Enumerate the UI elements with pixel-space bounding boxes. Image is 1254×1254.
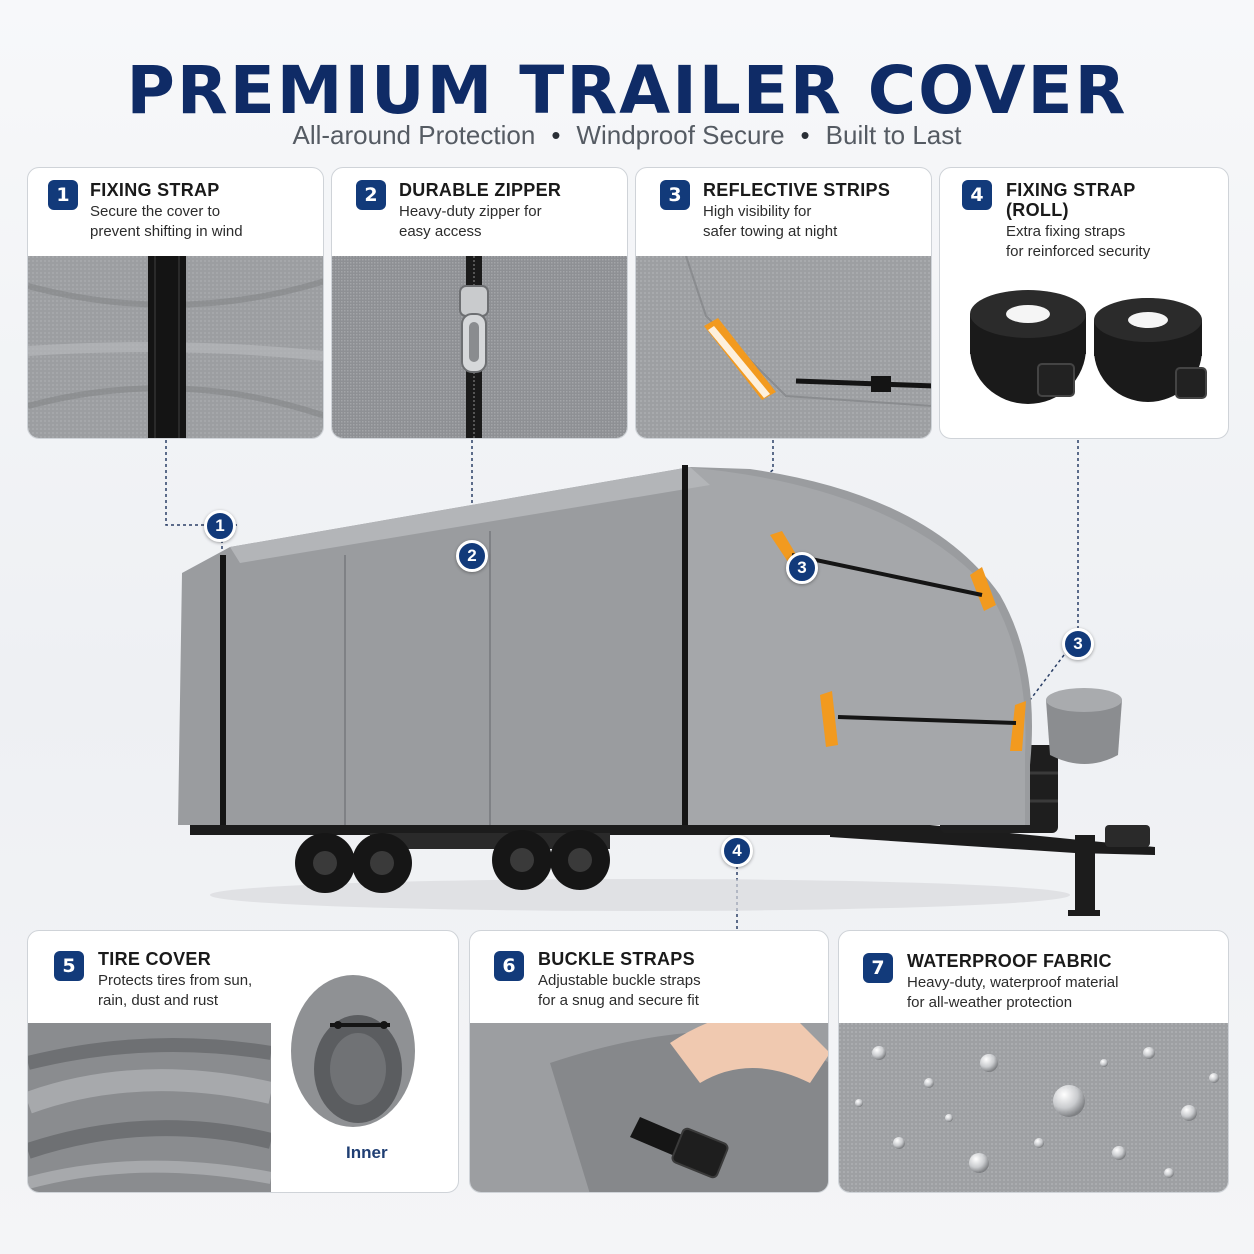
trailer-illustration — [178, 465, 1155, 916]
feature-title: FIXING STRAP — [1006, 180, 1136, 200]
feature-title: TIRE COVER — [98, 949, 212, 969]
feature-title-line-2: (ROLL) — [1006, 200, 1069, 220]
callout-marker-1: 1 — [204, 510, 236, 542]
feature-desc-line: High visibility for — [703, 203, 812, 220]
tagline-2: Windproof Secure — [576, 120, 785, 150]
feature-card-reflective-strips: 3 REFLECTIVE STRIPS High visibility for … — [635, 167, 932, 439]
tagline-row: All-around Protection • Windproof Secure • B… — [0, 120, 1254, 151]
feature-card-waterproof-fabric: 7 WATERPROOF FABRIC Heavy-duty, waterpro… — [838, 930, 1229, 1193]
feature-title: REFLECTIVE STRIPS — [703, 180, 891, 200]
feature-number-badge: 7 — [863, 953, 893, 983]
feature-desc-line: Secure the cover to — [90, 203, 221, 220]
feature-title: WATERPROOF FABRIC — [907, 951, 1112, 971]
feature-desc-line: rain, dust and rust — [98, 992, 219, 1009]
feature-desc-line: for a snug and secure fit — [538, 992, 699, 1009]
feature-card-fixing-strap: 1 FIXING STRAP Secure the cover to preve… — [27, 167, 324, 439]
feature-title: DURABLE ZIPPER — [399, 180, 562, 200]
tagline-1: All-around Protection — [292, 120, 536, 150]
feature-card-durable-zipper: 2 DURABLE ZIPPER Heavy-duty zipper for e… — [331, 167, 628, 439]
buckle-strap-photo — [470, 1023, 828, 1192]
tire-cover-inner-photo — [291, 975, 415, 1127]
feature-desc-line: Adjustable buckle straps — [538, 972, 701, 989]
feature-title: BUCKLE STRAPS — [538, 949, 695, 969]
feature-desc-line: for reinforced security — [1006, 243, 1151, 260]
inner-label: Inner — [346, 1143, 388, 1162]
feature-number-badge: 4 — [962, 180, 992, 210]
feature-desc-line: for all-weather protection — [907, 994, 1073, 1011]
feature-card-fixing-strap-roll: 4 FIXING STRAP (ROLL) Extra fixing strap… — [939, 167, 1229, 439]
feature-number-badge: 2 — [356, 180, 386, 210]
strap-rolls-photo — [970, 290, 1207, 404]
feature-desc-line: safer towing at night — [703, 223, 838, 240]
feature-desc-line: prevent shifting in wind — [90, 223, 243, 240]
callout-marker-3: 3 — [786, 552, 818, 584]
feature-number-badge: 5 — [54, 951, 84, 981]
fixing-strap-photo — [28, 256, 323, 438]
tagline-separator: • — [800, 120, 810, 150]
feature-desc-line: easy access — [399, 223, 482, 240]
page-title: PREMIUM TRAILER COVER — [126, 52, 1128, 129]
tagline-3: Built to Last — [825, 120, 962, 150]
callout-marker-3b: 3 — [1062, 628, 1094, 660]
feature-desc-line: Heavy-duty, waterproof material — [907, 974, 1119, 991]
reflective-strip-photo — [636, 256, 931, 438]
tagline-separator: • — [551, 120, 561, 150]
callout-marker-4: 4 — [721, 835, 753, 867]
feature-desc-line: Extra fixing straps — [1006, 223, 1126, 240]
feature-number-badge: 1 — [48, 180, 78, 210]
feature-card-tire-cover: 5 TIRE COVER Protects tires from sun, ra… — [27, 930, 459, 1193]
feature-desc-line: Protects tires from sun, — [98, 972, 253, 989]
feature-number-badge: 6 — [494, 951, 524, 981]
feature-desc-line: Heavy-duty zipper for — [399, 203, 542, 220]
callout-marker-2: 2 — [456, 540, 488, 572]
feature-number-badge: 3 — [660, 180, 690, 210]
feature-card-buckle-straps: 6 BUCKLE STRAPS Adjustable buckle straps… — [469, 930, 829, 1193]
water-droplets-photo — [839, 1023, 1228, 1192]
tire-cover-elastic-photo — [28, 1023, 271, 1192]
feature-title: FIXING STRAP — [90, 180, 220, 200]
zipper-photo — [332, 256, 627, 438]
